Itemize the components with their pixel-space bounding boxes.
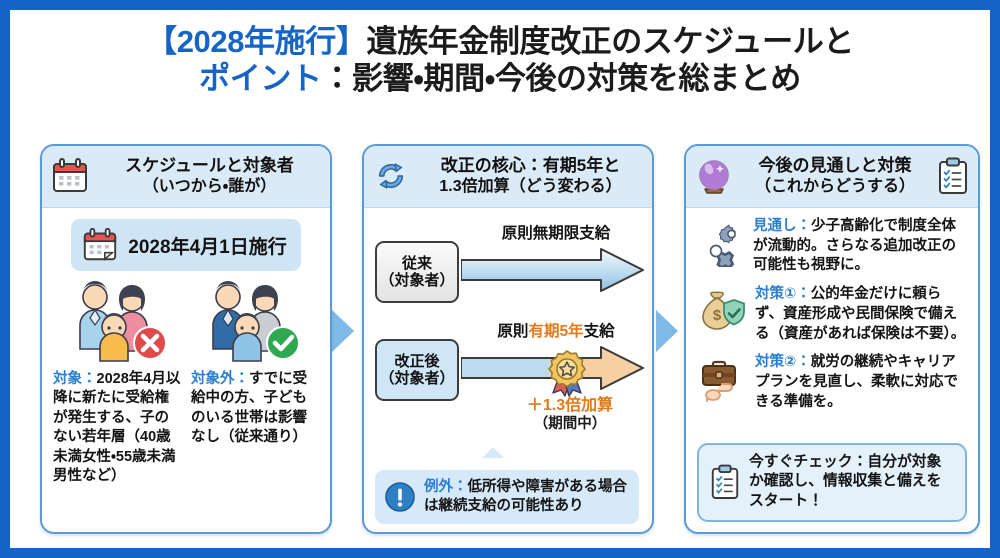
exclamation-circle-icon: [384, 481, 416, 513]
flow-box-old-line2: （対象者）: [379, 272, 455, 289]
effective-date-label: 2028年4月1日施行: [128, 236, 287, 258]
panel-core-title-main: 改正の核心：有期5年と: [440, 155, 621, 175]
measure-2-item: 対策②：就労の継続やキャリアプランを見直し、柔軟に対応できる準備を。: [697, 353, 967, 412]
target-column-excluded: 対象外：すでに受給中の方、子どものいる世帯は影響なし（従来通り）: [191, 370, 319, 487]
exception-note: 例外：低所得や障害がある場合は継続支給の可能性あり: [375, 469, 639, 524]
svg-text:$: $: [713, 307, 722, 324]
refresh-cycle-icon: [372, 157, 410, 195]
outlook-text: 見通し：少子高齢化で制度全体が流動的。さらなる追加改正の可能性も視野に。: [753, 217, 967, 276]
panel-core-reform: 改正の核心：有期5年と 1.3倍加算（どう変わる） 原則無期限支給: [362, 144, 654, 534]
gears-icon: [697, 221, 745, 270]
measure-2-text: 対策②：就労の継続やキャリアプランを見直し、柔軟に対応できる準備を。: [755, 353, 967, 412]
flow-box-new-line2: （対象者）: [379, 370, 455, 387]
measure-2-label: 対策②：: [755, 354, 811, 371]
target-text: 2028年4月以降に新たに受給権が発生する、子のない若年層（40歳未満女性・55…: [53, 371, 181, 485]
flow-caption-new-prefix: 原則: [497, 323, 529, 340]
note-callout-tail: [482, 447, 504, 458]
exception-note-label: 例外：: [424, 478, 468, 495]
flow-caption-new-suffix: 支給: [583, 323, 615, 340]
panel-schedule-header: スケジュールと対象者 （いつから・誰が）: [42, 146, 330, 208]
exception-note-text: 例外：低所得や障害がある場合は継続支給の可能性あり: [424, 478, 630, 516]
bonus-label: ＋1.3倍加算 （期間中）: [485, 397, 652, 432]
panel-schedule-title-sub: （いつから・誰が）: [142, 177, 277, 195]
outlook-label: 見通し：: [753, 218, 811, 234]
panel-core-header: 改正の核心：有期5年と 1.3倍加算（どう変わる）: [364, 146, 652, 208]
panel-core-body: 原則無期限支給 従来: [364, 208, 652, 532]
panel-core-title: 改正の核心：有期5年と 1.3倍加算（どう変わる）: [417, 156, 644, 196]
cta-text: 今すぐチェック：自分が対象か確認し、情報収集と備えをスタート！: [749, 453, 955, 512]
family-included-icon: [191, 277, 315, 368]
panel-future-outlook: 今後の見通しと対策 （これからどうする）: [684, 144, 980, 534]
panel-future-header: 今後の見通しと対策 （これからどうする）: [686, 146, 978, 208]
title-line-2-rest: ：影響・期間・今後の対策を総まとめ: [321, 60, 802, 96]
page-title: 【2028年施行】遺族年金制度改正のスケジュールと ポイント：影響・期間・今後の…: [10, 24, 990, 97]
target-column-included: 対象：2028年4月以降に新たに受給権が発生する、子のない若年層（40歳未満女性…: [53, 370, 181, 487]
bonus-label-period: （期間中）: [533, 415, 607, 432]
money-shield-icon: $: [697, 289, 747, 333]
measure-1-body: 公的年金だけに頼らず、資産形成や民間保険で備える（資産があれば保険は不要）。: [755, 286, 966, 342]
title-point-tag: ポイント: [199, 60, 322, 96]
bonus-label-amount: ＋1.3倍加算: [526, 397, 614, 414]
flow-box-new: 改正後 （対象者）: [375, 339, 459, 401]
flow-row-old: 原則無期限支給 従来: [375, 221, 644, 307]
connector-arrow-1: [332, 310, 354, 352]
panel-future-title: 今後の見通しと対策 （これからどうする）: [741, 156, 929, 196]
title-line-1: 【2028年施行】遺族年金制度改正のスケジュールと: [10, 24, 990, 61]
effective-date-badge: 2028年4月1日施行: [71, 219, 301, 271]
panel-core-title-sub: 1.3倍加算（どう変わる）: [439, 177, 622, 195]
outlook-body: 少子高齢化で制度全体が流動的。さらなる追加改正の可能性も視野に。: [753, 218, 956, 274]
connector-arrow-2: [656, 310, 678, 352]
measure-1-label: 対策①：: [755, 286, 811, 303]
measure-1-text: 対策①：公的年金だけに頼らず、資産形成や民間保険で備える（資産があれば保険は不要…: [755, 285, 967, 344]
clipboard-check-icon: [709, 464, 741, 500]
panel-future-title-main: 今後の見通しと対策: [758, 155, 912, 175]
target-label: 対象：: [53, 371, 97, 387]
target-columns: 対象：2028年4月以降に新たに受給権が発生する、子のない若年層（40歳未満女性…: [53, 370, 319, 487]
measure-2-body: 就労の継続やキャリアプランを見直し、柔軟に対応できる準備を。: [755, 354, 958, 410]
clipboard-check-icon: [936, 157, 970, 195]
outlook-item: 見通し：少子高齢化で制度全体が流動的。さらなる追加改正の可能性も視野に。: [697, 217, 967, 276]
infographic-canvas: 【2028年施行】遺族年金制度改正のスケジュールと ポイント：影響・期間・今後の…: [10, 10, 990, 548]
calendar-icon: [81, 226, 119, 264]
panel-future-body: 見通し：少子高齢化で制度全体が流動的。さらなる追加改正の可能性も視野に。 $: [686, 208, 978, 532]
non-target-label: 対象外：: [191, 371, 249, 387]
cta-body: 自分が対象か確認し、情報収集と備えをスタート！: [749, 453, 942, 510]
cta-check-now[interactable]: 今すぐチェック：自分が対象か確認し、情報収集と備えをスタート！: [697, 442, 967, 522]
flow-box-old: 従来 （対象者）: [375, 241, 459, 303]
panel-schedule: スケジュールと対象者 （いつから・誰が）: [40, 144, 332, 534]
flow-box-new-line1: 改正後: [394, 352, 440, 370]
family-excluded-icon: [58, 277, 182, 368]
measure-1-item: $ 対策①：公的年金だけに頼らず、資産形成や民間保険で備える（資産があれば保険は…: [697, 285, 967, 344]
flow-arrow-old: [460, 247, 645, 298]
panel-future-title-sub: （これからどうする）: [754, 177, 915, 195]
title-year-tag: 【2028年施行】: [146, 24, 367, 59]
people-illustrations: [53, 277, 319, 368]
briefcase-arm-icon: [697, 357, 747, 403]
panel-schedule-body: 2028年4月1日施行: [42, 208, 330, 532]
crystal-ball-icon: [694, 156, 734, 196]
flow-caption-old: 原則無期限支給: [467, 221, 645, 243]
cta-label: 今すぐチェック：: [749, 453, 868, 470]
flow-caption-new-highlight: 有期5年: [528, 323, 584, 340]
flow-row-new: 原則有期5年支給: [375, 319, 644, 432]
panel-schedule-title-main: スケジュールと対象者: [125, 155, 294, 175]
panel-schedule-title: スケジュールと対象者 （いつから・誰が）: [97, 156, 322, 196]
calendar-icon: [50, 156, 90, 196]
non-target-text: すでに受給中の方、子どものいる世帯は影響なし（従来通り）: [191, 371, 308, 446]
flow-caption-old-text: 原則無期限支給: [501, 225, 611, 242]
title-line-1-rest: 遺族年金制度改正のスケジュールと: [366, 24, 854, 59]
medal-icon: [543, 349, 591, 406]
exception-note-body: 低所得や障害がある場合は継続支給の可能性あり: [424, 478, 627, 514]
title-line-2: ポイント：影響・期間・今後の対策を総まとめ: [10, 61, 990, 98]
flow-box-old-line1: 従来: [401, 254, 432, 272]
flow-caption-new: 原則有期5年支給: [467, 319, 645, 341]
